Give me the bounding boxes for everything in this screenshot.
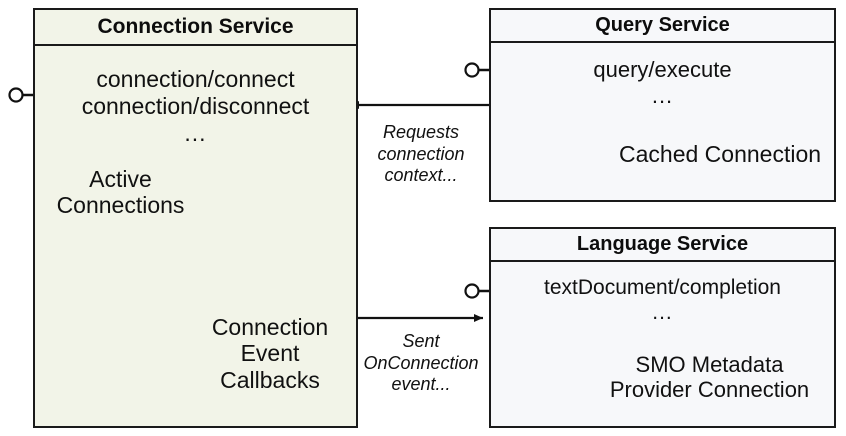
component-language-service[interactable]: Language Service textDocument/completion… xyxy=(489,227,836,428)
component-connection-service[interactable]: Connection Service connection/connect co… xyxy=(33,8,358,428)
requests-caption-line3: context... xyxy=(384,165,458,186)
sent-caption-line3: event... xyxy=(391,374,451,395)
query-service-title: Query Service xyxy=(491,10,834,43)
language-service-body: textDocument/completion ... SMO Metadata… xyxy=(491,262,834,426)
connection-service-operations: connection/connect connection/disconnect… xyxy=(35,66,356,147)
operations-ellipsis: ... xyxy=(184,120,207,147)
operation-textdocument-completion: textDocument/completion xyxy=(544,276,781,299)
operations-ellipsis: ... xyxy=(652,300,673,324)
operations-ellipsis: ... xyxy=(651,82,674,108)
requests-caption-line1: Requests xyxy=(382,122,460,142)
callbacks-label-line2: Event xyxy=(240,340,300,367)
lollipop-circle-icon xyxy=(464,62,480,78)
connection-event-callbacks-label: Connection Event Callbacks xyxy=(185,314,355,393)
active-connections-label: Active Connections xyxy=(43,166,198,219)
cached-connection-label: Cached Connection xyxy=(619,141,822,167)
smo-metadata-provider-label: SMO Metadata Provider Connection xyxy=(587,352,832,403)
active-connections-label-line1: Active xyxy=(89,166,152,192)
active-connections-label-line2: Connections xyxy=(56,192,185,219)
query-service-operations: query/execute ... xyxy=(491,57,834,109)
component-query-service[interactable]: Query Service query/execute ... Cached C… xyxy=(489,8,836,202)
sent-caption-line2: OnConnection xyxy=(363,352,479,373)
sent-caption-line1: Sent xyxy=(402,331,440,351)
arrow-label-sent-onconnection-event: Sent OnConnection event... xyxy=(352,331,490,396)
connection-service-title: Connection Service xyxy=(35,10,356,46)
smo-label-line1: SMO Metadata xyxy=(635,352,784,377)
operation-connect: connection/connect xyxy=(96,66,295,92)
requests-caption-line2: connection xyxy=(377,143,465,164)
language-service-title: Language Service xyxy=(491,229,834,262)
query-service-body: query/execute ... Cached Connection xyxy=(491,43,834,200)
operation-disconnect: connection/disconnect xyxy=(81,93,310,120)
arrow-label-requests-connection-context: Requests connection context... xyxy=(356,122,486,187)
operation-query-execute: query/execute xyxy=(593,57,732,82)
connection-service-body: connection/connect connection/disconnect… xyxy=(35,46,356,426)
lollipop-circle-icon xyxy=(464,283,480,299)
callbacks-label-line1: Connection xyxy=(211,314,329,340)
lollipop-circle-icon xyxy=(8,87,24,103)
smo-label-line2: Provider Connection xyxy=(609,377,810,403)
callbacks-label-line3: Callbacks xyxy=(220,366,320,393)
language-service-operations: textDocument/completion ... xyxy=(491,276,834,326)
